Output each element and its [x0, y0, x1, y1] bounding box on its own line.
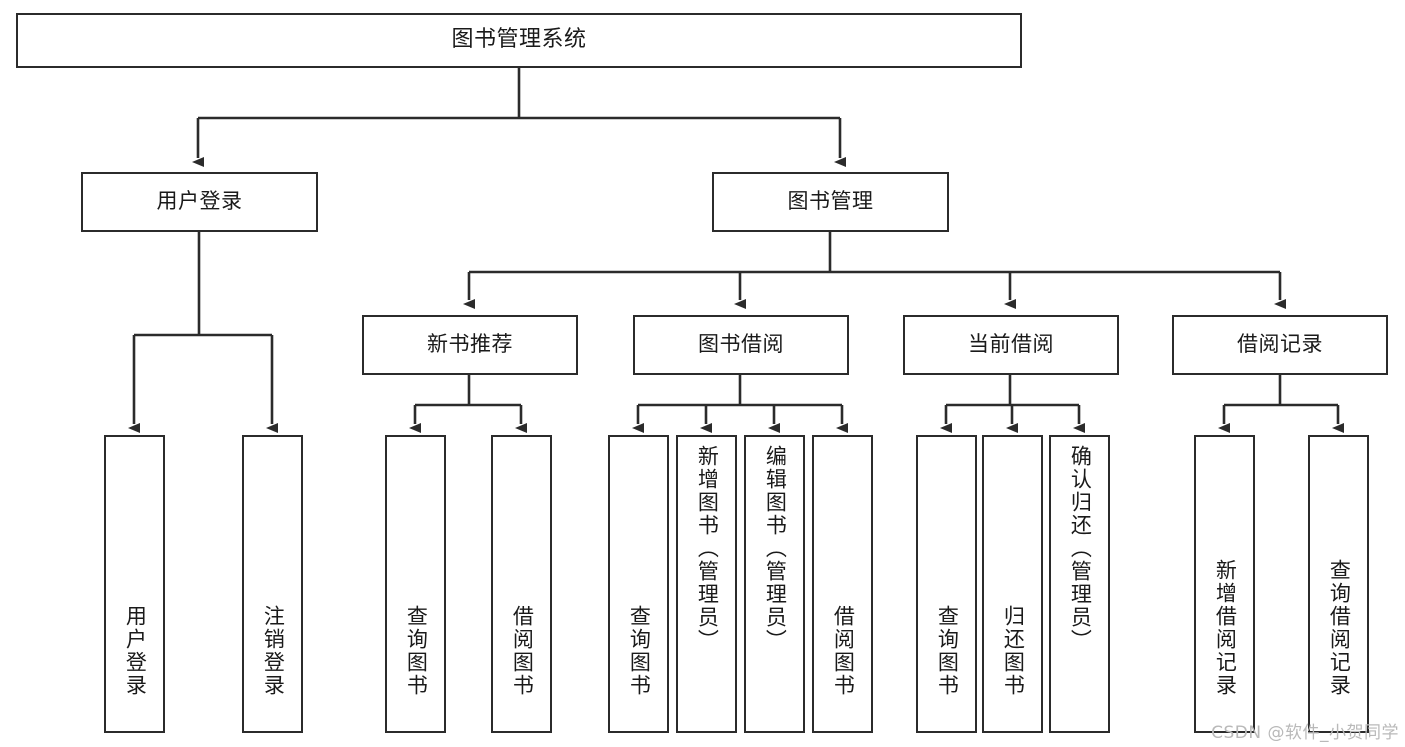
- node-label: 查询图书: [404, 605, 429, 697]
- node-new-book-recommend[interactable]: 新书推荐: [362, 315, 578, 375]
- node-leaf-confirm-return[interactable]: 确认归还（管理员）: [1049, 435, 1110, 733]
- node-book-borrow[interactable]: 图书借阅: [633, 315, 849, 375]
- node-leaf-add-record[interactable]: 新增借阅记录: [1194, 435, 1255, 733]
- node-label: 用户登录: [123, 605, 148, 697]
- node-label: 当前借阅: [968, 332, 1054, 357]
- csdn-watermark: CSDN @软件_小贺同学: [1211, 723, 1399, 743]
- node-leaf-borrow-book-2[interactable]: 借阅图书: [812, 435, 873, 733]
- node-label: 查询图书: [627, 605, 652, 697]
- node-label: 注销登录: [261, 605, 286, 697]
- node-leaf-logout-login[interactable]: 注销登录: [242, 435, 303, 733]
- node-label: 图书借阅: [698, 332, 784, 357]
- node-leaf-query-book-1[interactable]: 查询图书: [385, 435, 446, 733]
- node-label: 编辑图书（管理员）: [763, 445, 788, 652]
- node-label: 新增借阅记录: [1213, 559, 1238, 697]
- node-label: 借阅记录: [1237, 332, 1323, 357]
- node-label: 确认归还（管理员）: [1068, 445, 1093, 652]
- node-label: 归还图书: [1001, 605, 1026, 697]
- node-borrow-record[interactable]: 借阅记录: [1172, 315, 1388, 375]
- node-leaf-return-book[interactable]: 归还图书: [982, 435, 1043, 733]
- node-leaf-query-book-2[interactable]: 查询图书: [608, 435, 669, 733]
- node-label: 用户登录: [156, 189, 243, 214]
- node-book-management[interactable]: 图书管理: [712, 172, 949, 232]
- node-label: 新书推荐: [427, 332, 513, 357]
- node-leaf-query-book-3[interactable]: 查询图书: [916, 435, 977, 733]
- node-user-login[interactable]: 用户登录: [81, 172, 318, 232]
- node-current-borrow[interactable]: 当前借阅: [903, 315, 1119, 375]
- node-leaf-borrow-book-1[interactable]: 借阅图书: [491, 435, 552, 733]
- node-leaf-add-book[interactable]: 新增图书（管理员）: [676, 435, 737, 733]
- node-root-book-management-system[interactable]: 图书管理系统: [16, 13, 1022, 68]
- node-label: 新增图书（管理员）: [695, 445, 720, 652]
- node-leaf-query-record[interactable]: 查询借阅记录: [1308, 435, 1369, 733]
- node-label: 查询借阅记录: [1327, 559, 1352, 697]
- node-label: 借阅图书: [831, 605, 856, 697]
- node-label: 查询图书: [935, 605, 960, 697]
- node-leaf-edit-book[interactable]: 编辑图书（管理员）: [744, 435, 805, 733]
- node-label: 图书管理系统: [451, 27, 587, 53]
- node-leaf-user-login[interactable]: 用户登录: [104, 435, 165, 733]
- node-label: 图书管理: [787, 189, 874, 214]
- node-label: 借阅图书: [510, 605, 535, 697]
